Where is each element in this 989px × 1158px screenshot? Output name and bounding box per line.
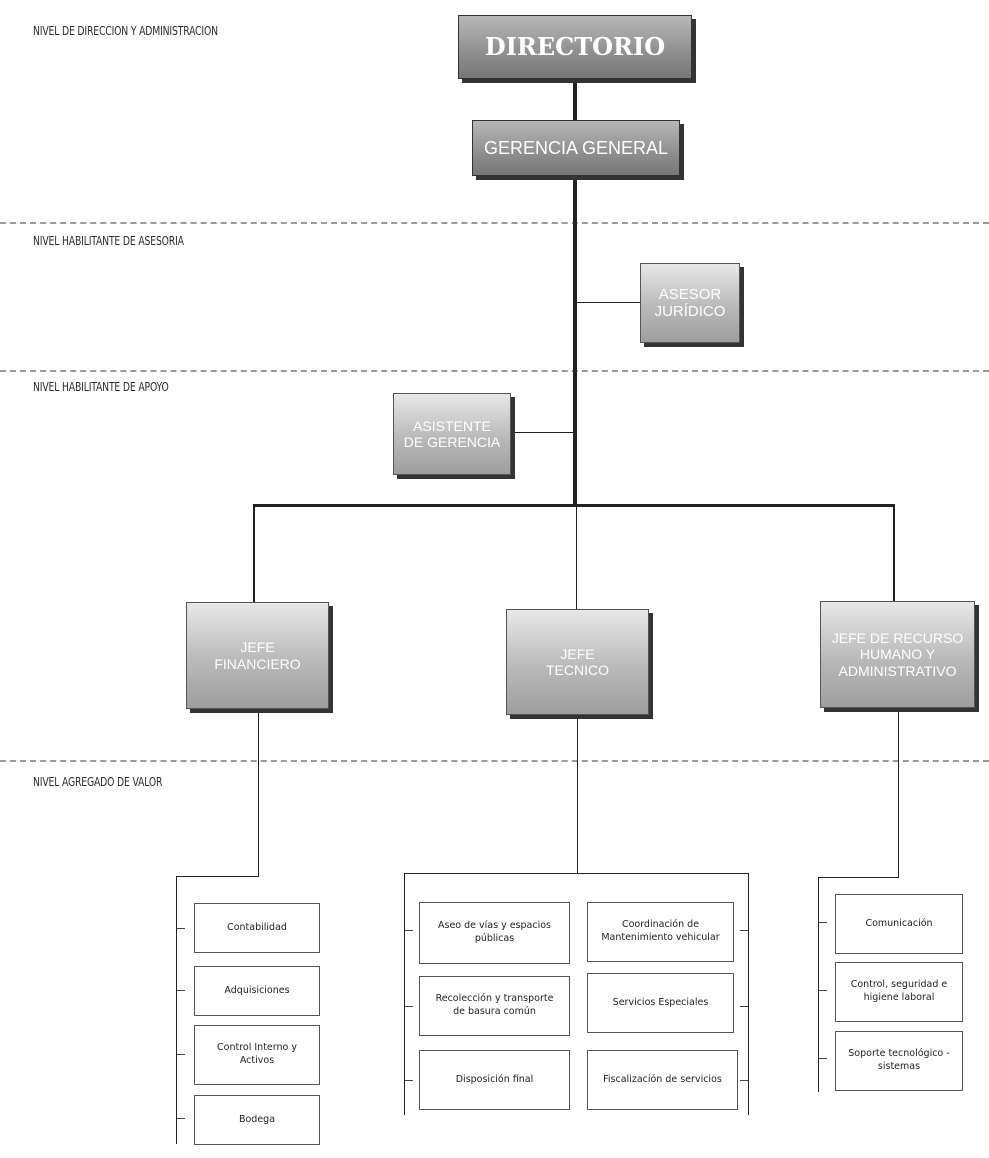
- connector-line: [576, 506, 577, 610]
- connector-tick: [819, 990, 827, 991]
- connector-line: [176, 876, 259, 877]
- node-label: ADMINISTRATIVO: [838, 662, 957, 679]
- connector-line: [577, 715, 578, 873]
- node-label: JEFE: [560, 645, 595, 662]
- node-label: GERENCIA GENERAL: [483, 137, 669, 158]
- node-jefe-financiero: JEFE FINANCIERO: [186, 602, 329, 709]
- connector-line: [404, 873, 405, 1115]
- connector-line: [577, 302, 640, 303]
- connector-line: [404, 873, 749, 874]
- connector-tick: [177, 990, 185, 991]
- unit-disposicion-final: Disposición final: [419, 1050, 570, 1110]
- connector-line: [253, 506, 255, 604]
- node-directorio: DIRECTORIO: [458, 15, 692, 79]
- node-label: DIRECTORIO: [484, 32, 666, 62]
- connector-line: [573, 80, 577, 506]
- node-asistente-gerencia: ASISTENTE DE GERENCIA: [393, 393, 511, 475]
- node-label: JEFE: [240, 639, 275, 656]
- level-label-asesoria: NIVEL HABILITANTE DE ASESORIA: [33, 234, 184, 248]
- connector-tick: [740, 1080, 748, 1081]
- connector-tick: [740, 1006, 748, 1007]
- connector-tick: [405, 1080, 413, 1081]
- level-divider: [0, 222, 989, 224]
- connector-tick: [177, 928, 185, 929]
- unit-bodega: Bodega: [194, 1095, 320, 1145]
- level-divider: [0, 370, 989, 372]
- level-label-direccion: NIVEL DE DIRECCION Y ADMINISTRACION: [33, 24, 218, 38]
- unit-fiscalizacion-servicios: Fiscalización de servicios: [587, 1050, 738, 1110]
- node-label: DE GERENCIA: [403, 434, 501, 450]
- connector-line: [748, 873, 749, 1115]
- node-jefe-recurso-humano: JEFE DE RECURSO HUMANO Y ADMINISTRATIVO: [820, 601, 975, 708]
- connector-tick: [819, 922, 827, 923]
- connector-tick: [405, 1006, 413, 1007]
- connector-line: [253, 504, 895, 507]
- level-label-apoyo: NIVEL HABILITANTE DE APOYO: [33, 380, 169, 394]
- connector-tick: [819, 1058, 827, 1059]
- connector-tick: [177, 1054, 185, 1055]
- level-label-valor: NIVEL AGREGADO DE VALOR: [33, 775, 163, 789]
- connector-line: [893, 506, 895, 602]
- node-jefe-tecnico: JEFE TECNICO: [506, 609, 649, 715]
- node-label: FINANCIERO: [214, 655, 301, 672]
- unit-adquisiciones: Adquisiciones: [194, 966, 320, 1016]
- unit-soporte-tecnologico: Soporte tecnológico -sistemas: [835, 1031, 963, 1091]
- connector-line: [176, 876, 177, 1144]
- node-asesor-juridico: ASESOR JURÍDICO: [640, 263, 740, 343]
- node-label: ASESOR: [658, 285, 722, 303]
- unit-contabilidad: Contabilidad: [194, 903, 320, 953]
- node-label: JEFE DE RECURSO: [831, 630, 964, 647]
- connector-line: [511, 432, 573, 433]
- node-label: HUMANO Y: [859, 646, 936, 663]
- level-divider: [0, 760, 989, 762]
- node-label: ASISTENTE: [413, 417, 491, 434]
- connector-line: [818, 877, 899, 878]
- connector-tick: [405, 930, 413, 931]
- connector-line: [898, 709, 899, 877]
- unit-comunicacion: Comunicación: [835, 894, 963, 954]
- connector-line: [258, 709, 259, 876]
- unit-servicios-especiales: Servicios Especiales: [587, 973, 734, 1033]
- node-gerencia-general: GERENCIA GENERAL: [472, 120, 680, 176]
- connector-line: [818, 877, 819, 1092]
- connector-tick: [740, 930, 748, 931]
- node-label: TECNICO: [546, 662, 609, 678]
- connector-tick: [177, 1118, 185, 1119]
- node-label: JURÍDICO: [654, 303, 726, 320]
